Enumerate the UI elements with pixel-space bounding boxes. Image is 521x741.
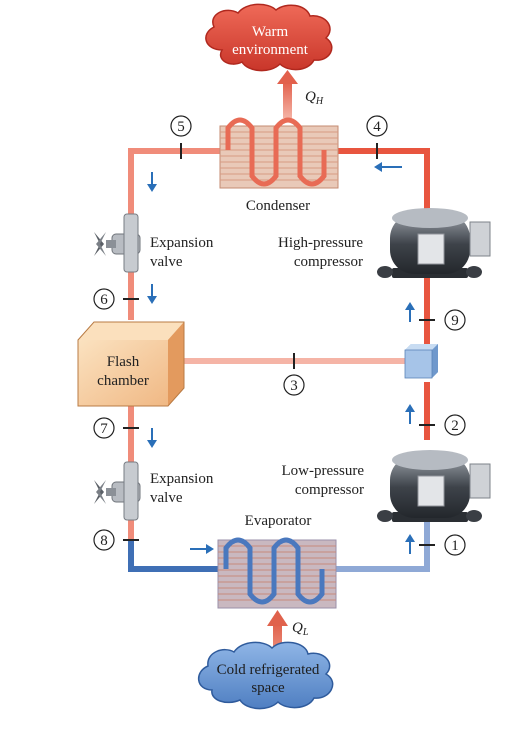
svg-text:8: 8 <box>100 533 108 549</box>
cold-label-line2: space <box>251 680 285 696</box>
svg-text:4: 4 <box>373 119 381 135</box>
evaporator-coil <box>217 537 337 609</box>
state-8: 8 <box>93 529 115 551</box>
svg-text:7: 7 <box>100 421 108 437</box>
mixing-chamber <box>404 344 438 379</box>
hp-label-line2: compressor <box>294 254 363 270</box>
cold-label-line1: Cold refrigerated <box>217 662 320 678</box>
state-4: 4 <box>366 115 388 137</box>
flow-arrow-left-icon <box>374 162 402 172</box>
expansion-valve-top <box>94 213 141 273</box>
flow-arrows <box>147 162 415 554</box>
flow-arrow-up-icon <box>405 534 415 554</box>
condenser-coil <box>219 117 339 189</box>
state-9: 9 <box>444 309 466 331</box>
qh-heat-arrow <box>277 70 298 118</box>
warm-label-line1: Warm <box>252 24 289 40</box>
state-ticks <box>123 143 435 546</box>
flow-arrow-down-icon <box>147 172 157 192</box>
ql-label: QL <box>292 620 309 638</box>
state-7: 7 <box>93 417 115 439</box>
lp-label-line1: Low-pressure <box>282 463 365 479</box>
flow-arrow-right-icon <box>190 544 214 554</box>
lp-label-line2: compressor <box>295 482 364 498</box>
warm-environment-cloud <box>205 3 333 72</box>
low-pressure-compressor <box>377 450 491 522</box>
state-5: 5 <box>170 115 192 137</box>
expansion-valve-bottom <box>94 461 141 521</box>
warm-label-line2: environment <box>232 42 309 58</box>
exp-bot-label-line2: valve <box>150 490 183 506</box>
flash-label-line2: chamber <box>97 373 149 389</box>
svg-text:1: 1 <box>451 538 459 554</box>
svg-text:2: 2 <box>451 418 459 434</box>
svg-text:5: 5 <box>177 119 185 135</box>
state-6: 6 <box>93 288 115 310</box>
svg-text:3: 3 <box>290 378 298 394</box>
svg-text:9: 9 <box>451 313 459 329</box>
hp-label-line1: High-pressure <box>278 235 363 251</box>
flash-label-line1: Flash <box>107 354 140 370</box>
flow-arrow-up-icon <box>405 404 415 424</box>
qh-label: QH <box>305 89 324 107</box>
flow-arrow-down-icon <box>147 428 157 448</box>
cold-space-cloud <box>198 641 334 710</box>
exp-bot-label-line1: Expansion <box>150 471 214 487</box>
flow-arrow-down-icon <box>147 284 157 304</box>
flash-chamber <box>77 321 185 407</box>
state-3: 3 <box>283 374 305 396</box>
state-2: 2 <box>444 414 466 436</box>
exp-top-label-line1: Expansion <box>150 235 214 251</box>
exp-top-label-line2: valve <box>150 254 183 270</box>
condenser-label: Condenser <box>246 198 310 214</box>
flow-arrow-up-icon <box>405 302 415 322</box>
svg-text:6: 6 <box>100 292 108 308</box>
high-pressure-compressor <box>377 208 491 278</box>
state-1: 1 <box>444 534 466 556</box>
evaporator-label: Evaporator <box>245 513 312 529</box>
